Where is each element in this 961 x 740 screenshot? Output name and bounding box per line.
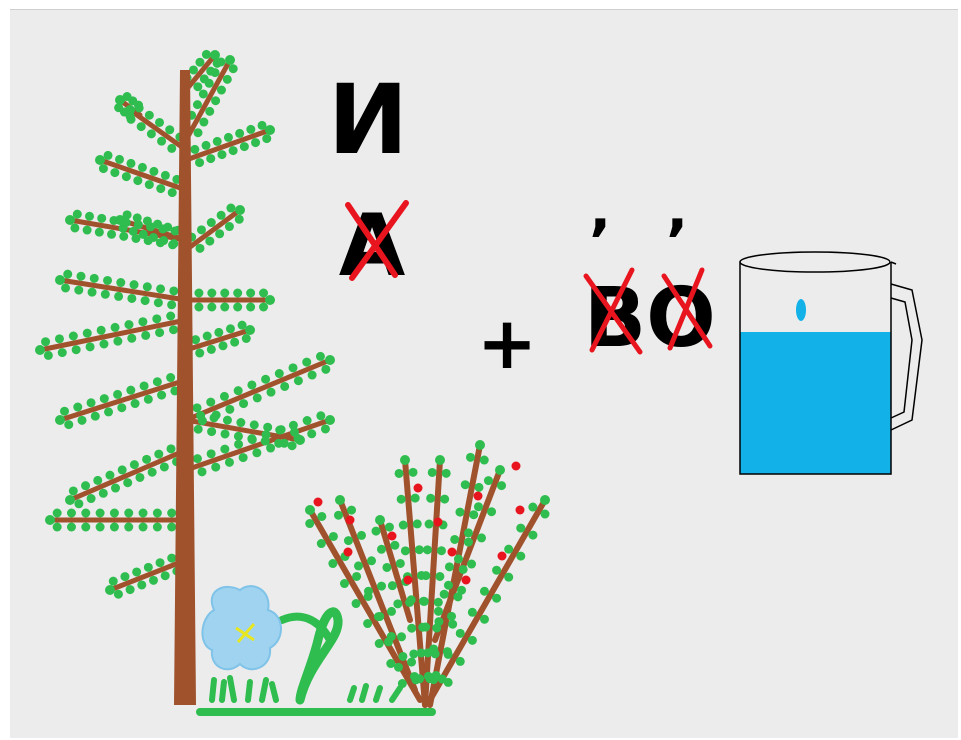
flower-icon: [201, 585, 282, 671]
bush-icon: [305, 440, 550, 708]
cross-mark: [583, 267, 713, 355]
grass-icon: [196, 607, 436, 716]
water-drop-icon: [796, 299, 806, 321]
plus-sign: +: [477, 301, 537, 385]
letter-i: И: [328, 64, 408, 176]
tree-icon: [35, 49, 335, 705]
apostrophe-2: ’: [666, 207, 689, 277]
cross-mark: [345, 200, 409, 281]
jug-icon: [739, 251, 923, 475]
tree-trunk: [174, 70, 196, 705]
apostrophe-1: ’: [589, 207, 612, 277]
